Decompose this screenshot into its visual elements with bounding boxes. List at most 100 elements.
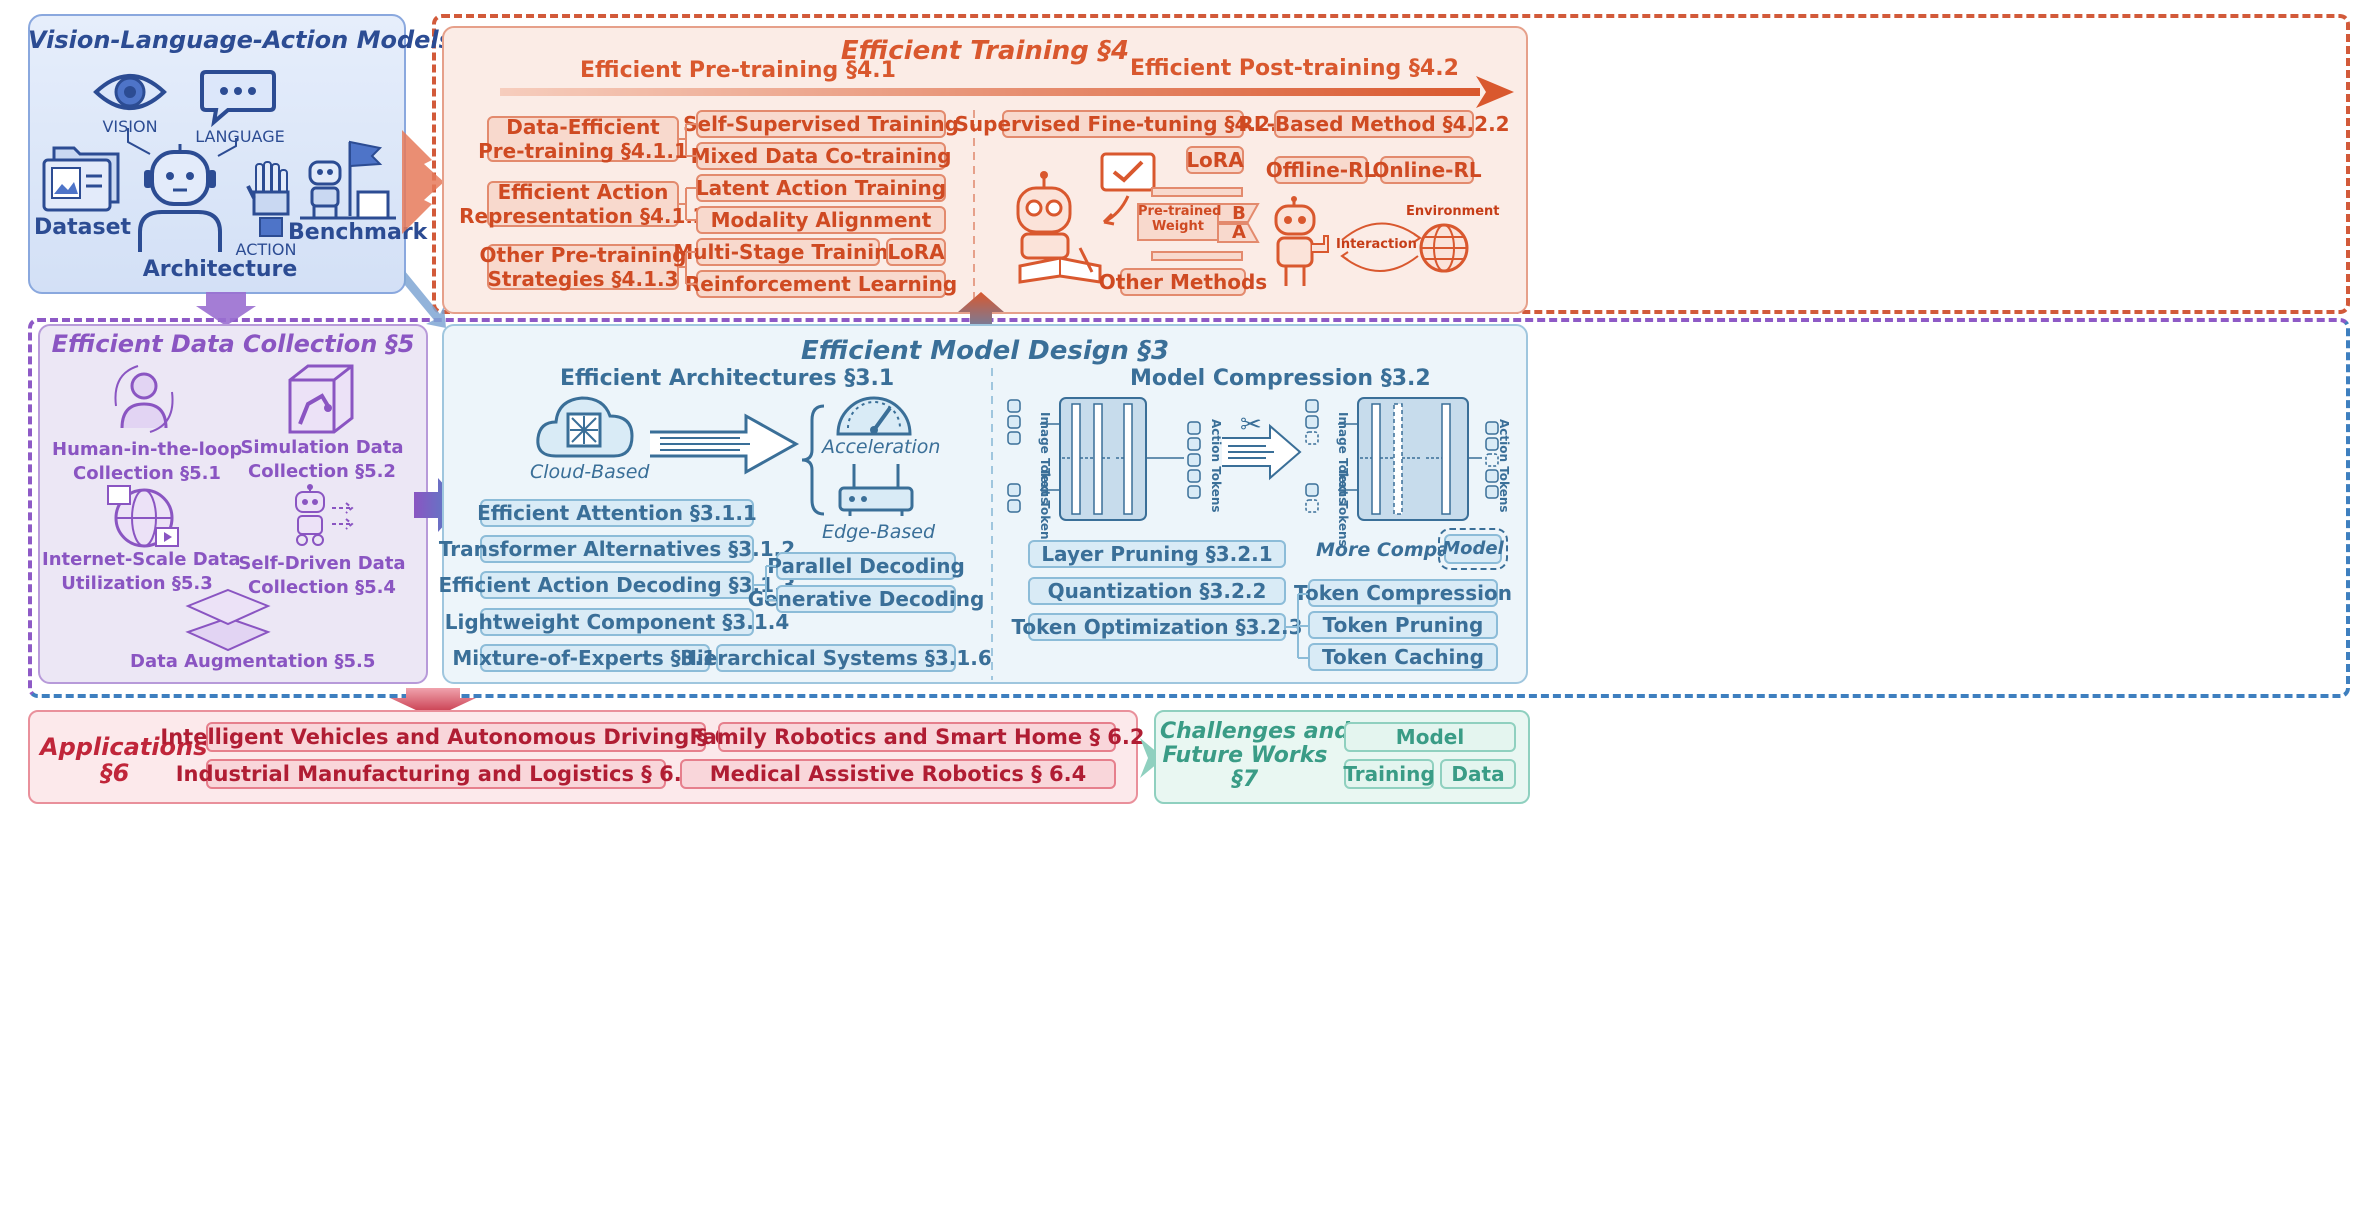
arch-mixture-of-experts: Mixture-of-Experts §3.1.5 [452, 644, 738, 672]
cloud-chip-icon [536, 396, 634, 458]
pretrain-group-1-label: Data-Efficient Pre-training §4.1.1 [478, 115, 688, 163]
vla-to-collection-arrow [196, 292, 256, 326]
app-family-robotics: Family Robotics and Smart Home § 6.2 [690, 722, 1144, 752]
pretrain-bracket-lines [678, 123, 696, 285]
token-bracket [1286, 593, 1308, 659]
human-loop-icon [114, 365, 174, 433]
self-driven-robot-icon [295, 484, 354, 546]
design-to-training-arrow [958, 292, 1004, 336]
applications-title: Applications §6 [40, 733, 208, 788]
compact-model-box: Model [1438, 528, 1508, 570]
interaction-loop-arrows [1340, 222, 1422, 272]
comp-layer-pruning: Layer Pruning §3.2.1 [1028, 540, 1286, 568]
arch-efficient-attention: Efficient Attention §3.1.1 [477, 499, 757, 527]
checkmark-board-icon [1100, 152, 1156, 226]
action-label: ACTION [235, 240, 297, 259]
pretrain-group-3-label: Other Pre-training Strategies §4.1.3 [479, 243, 687, 291]
more-compact-label: More Compact [1316, 539, 1471, 561]
pretrain-item-latent-action: Latent Action Training [696, 174, 946, 202]
arch-lightweight-component: Lightweight Component §3.1.4 [445, 608, 789, 636]
other-methods-box: Other Methods [1099, 268, 1267, 296]
token-network-before [1007, 397, 1201, 521]
arch-big-arrow [650, 413, 800, 475]
arch-parallel-decoding: Parallel Decoding [767, 552, 965, 580]
interaction-label: Interaction [1336, 237, 1417, 252]
speedometer-icon [836, 396, 912, 436]
lora-b-label: B [1232, 203, 1246, 224]
edge-based-label: Edge-Based [822, 521, 935, 543]
arch-action-decoding: Efficient Action Decoding §3.1.3 [438, 571, 796, 599]
language-label: LANGUAGE [195, 127, 285, 146]
model-design-title: Efficient Model Design §3 [800, 336, 1170, 366]
action-tokens-label-after: Action Tokens [1497, 419, 1511, 513]
training-progress-arrow [500, 76, 1514, 108]
eye-icon [93, 74, 167, 110]
dc-simulation: Simulation Data Collection §5.2 [240, 437, 404, 483]
arch-brace [801, 404, 825, 516]
challenge-training: Training [1343, 759, 1435, 789]
challenge-data: Data [1440, 759, 1516, 789]
scissors-icon: ✂ [1240, 410, 1262, 440]
connector-lines [127, 128, 237, 157]
posttraining-title: Efficient Post-training §4.2 [1130, 56, 1459, 81]
design-to-applications-arrow [390, 688, 476, 718]
pretrain-item-mixed-data: Mixed Data Co-training [691, 142, 951, 170]
token-pruning: Token Pruning [1308, 611, 1498, 639]
robot-thumbs-up-icon [1274, 196, 1329, 286]
main-dashed-frame [28, 318, 2350, 698]
comp-token-optimization: Token Optimization §3.2.3 [1011, 613, 1303, 641]
token-compression: Token Compression [1294, 579, 1512, 607]
architecture-label: Architecture [142, 257, 298, 282]
comp-quantization: Quantization §3.2.2 [1028, 577, 1286, 605]
vla-title: Vision-Language-Action Models §2 [28, 26, 490, 54]
online-rl-box: Online-RL [1372, 156, 1482, 184]
dc-self-driven: Self-Driven Data Collection §5.4 [238, 553, 406, 599]
robot-head-icon [138, 144, 222, 252]
offline-rl-box: Offline-RL [1266, 156, 1376, 184]
pretrain-item-lora: LoRA [886, 238, 946, 266]
model-design-divider [991, 368, 993, 680]
vision-label: VISION [102, 117, 158, 136]
environment-label: Environment [1406, 204, 1500, 219]
compression-title: Model Compression §3.2 [1130, 366, 1431, 391]
token-network-after [1305, 397, 1499, 521]
pretraining-title: Efficient Pre-training §4.1 [580, 58, 896, 83]
cloud-based-label: Cloud-Based [530, 461, 650, 483]
vla-to-training-arrow [402, 130, 444, 234]
dc-internet-scale: Internet-Scale Data Utilization §5.3 [42, 549, 241, 595]
robot-reading-icon [1016, 171, 1102, 284]
pretrain-item-self-supervised: Self-Supervised Training [683, 110, 959, 138]
arch-transformer-alternatives: Transformer Alternatives §3.1.2 [439, 535, 795, 563]
app-intelligent-vehicles: Intelligent Vehicles and Autonomous Driv… [160, 722, 752, 752]
data-collection-title: Efficient Data Collection §5 [51, 330, 415, 358]
text-tokens-label-before: Text Tokens [1038, 468, 1052, 547]
globe-icon [1419, 223, 1469, 273]
dc-augmentation: Data Augmentation §5.5 [130, 651, 376, 672]
dc-human-in-loop: Human-in-the-loop Collection §5.1 [52, 439, 243, 485]
dataset-label: Dataset [34, 215, 132, 240]
app-industrial-manufacturing: Industrial Manufacturing and Logistics §… [176, 759, 696, 789]
robot-hand-icon [246, 161, 290, 237]
lora-box: LoRA [1186, 146, 1244, 174]
pretrain-item-multistage: Multi-Stage Training [673, 238, 903, 266]
pretrained-weight-label: Pre-trained Weight [1138, 204, 1222, 234]
lora-a-label: A [1232, 222, 1246, 243]
layers-icon [185, 588, 271, 652]
robot-flag-icon [300, 140, 396, 220]
app-medical-assistive: Medical Assistive Robotics § 6.4 [680, 759, 1116, 789]
challenge-model: Model [1344, 722, 1516, 752]
compress-arrow [1222, 423, 1302, 481]
training-divider [973, 110, 975, 300]
arch-generative-decoding: Generative Decoding [748, 585, 984, 613]
lora-matrix-diagram [1137, 187, 1260, 261]
rl-method-box: RL-Based Method §4.2.2 [1238, 110, 1510, 138]
pretrain-group-2-label: Efficient Action Representation §4.1.2 [459, 180, 707, 228]
simulation-cube-icon [288, 364, 354, 434]
arch-title: Efficient Architectures §3.1 [560, 366, 895, 391]
sft-box: Supervised Fine-tuning §4.2.1 [955, 110, 1292, 138]
vla-to-design-arrow [404, 270, 446, 328]
pretrain-item-modality-alignment: Modality Alignment [696, 206, 946, 234]
acceleration-label: Acceleration [822, 436, 941, 458]
challenges-title: Challenges and Future Works §7 [1160, 719, 1350, 793]
pretrain-item-rl: Reinforcement Learning [685, 270, 957, 298]
